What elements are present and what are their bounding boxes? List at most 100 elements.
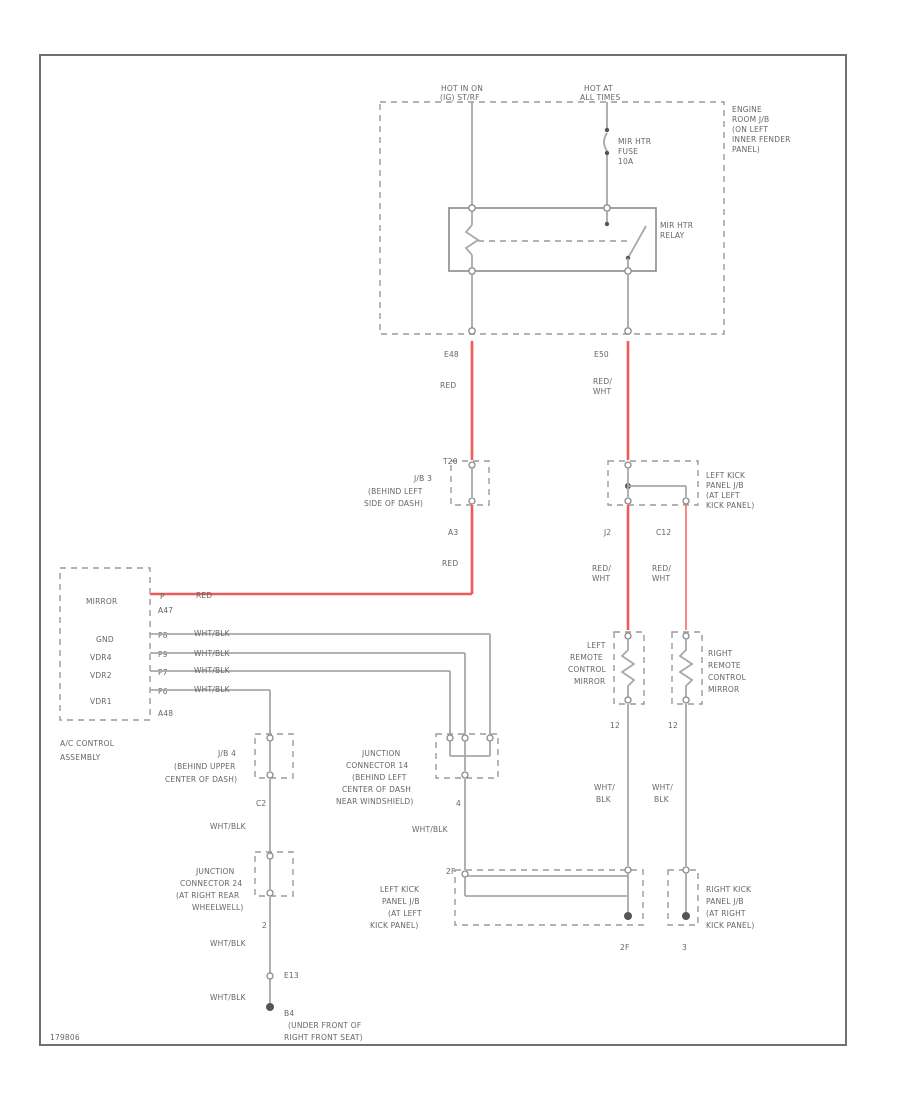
mirror-heater-fuse	[603, 132, 608, 152]
junction-14-label-3: (BEHIND LEFT	[352, 773, 407, 782]
junction-14-pin-4	[461, 771, 469, 779]
junction-14-pin	[446, 734, 454, 742]
engine-room-jb-label-3: (ON LEFT	[732, 125, 768, 134]
wht-blk-label-1: WHT/BLK	[194, 629, 231, 638]
right-mirror-heater-element	[678, 639, 694, 697]
left-mirror-heater-element	[620, 639, 636, 697]
right-mirror-pin-label: 12	[668, 721, 678, 730]
t20-label: T20	[442, 457, 458, 466]
red-wht-label-3b: WHT	[652, 574, 670, 583]
relay-label: MIR HTR	[660, 221, 693, 230]
j2-pin	[624, 497, 632, 505]
wht-blk-label-lb: BLK	[596, 795, 612, 804]
wht-blk-label-r: WHT/	[652, 783, 673, 792]
fuse-label-3: 10A	[618, 157, 634, 166]
wht-blk-label-4: WHT/BLK	[194, 685, 231, 694]
figure-id: 179806	[50, 1033, 80, 1042]
wht-blk-label-rb: BLK	[654, 795, 670, 804]
ground-location-label-2: RIGHT FRONT SEAT)	[284, 1033, 363, 1042]
e13-label: E13	[284, 971, 299, 980]
left-kick-jb-top-box	[607, 460, 699, 506]
ac-pin-p8: P8	[158, 631, 168, 640]
c12-pin	[682, 497, 690, 505]
right-kick-jb-label: RIGHT KICK	[706, 885, 752, 894]
right-mirror-label: RIGHT	[708, 649, 733, 658]
ac-red-label: RED	[196, 591, 212, 600]
right-mirror-pin	[682, 632, 690, 640]
a3-pin	[468, 497, 476, 505]
e13-pin	[266, 972, 274, 980]
junction-24-pin	[266, 852, 274, 860]
engine-room-jb-label: ENGINE	[732, 105, 762, 114]
left-kick-jb-top-label-2: PANEL J/B	[706, 481, 744, 490]
left-mirror-pin	[624, 696, 632, 704]
right-kick-jb-pin	[682, 866, 690, 874]
left-mirror-label-2: REMOTE	[570, 653, 603, 662]
right-mirror-label-3: CONTROL	[708, 673, 747, 682]
red-wire-label-2: RED	[442, 559, 458, 568]
right-mirror-pin	[682, 696, 690, 704]
ac-control-label: A/C CONTROL	[60, 739, 115, 748]
left-kick-jb-bottom-label-2: PANEL J/B	[382, 897, 420, 906]
junction-24-label: JUNCTION	[195, 867, 234, 876]
pin-2f-label: 2F	[446, 867, 456, 876]
pin-2f	[461, 870, 469, 878]
right-kick-ground	[682, 912, 690, 920]
red-wht-label-2: RED/	[592, 564, 611, 573]
left-kick-jb-bottom-box	[454, 869, 644, 926]
left-kick-jb-bottom-label-3: (AT LEFT	[388, 909, 422, 918]
red-wht-label: RED/	[593, 377, 612, 386]
junction-24-pin-2-label: 2	[262, 921, 267, 930]
c2-pin	[266, 771, 274, 779]
relay-pin	[468, 267, 476, 275]
engine-room-jb-label-2: ROOM J/B	[732, 115, 769, 124]
wht-blk-label-2: WHT/BLK	[194, 649, 231, 658]
jb3-box	[450, 460, 490, 506]
jb4-label-2: (BEHIND UPPER	[174, 762, 236, 771]
left-mirror-label-3: CONTROL	[568, 665, 607, 674]
left-mirror-heater-box	[613, 631, 645, 705]
jb4-label-3: CENTER OF DASH)	[165, 775, 237, 784]
ground-location-label: (UNDER FRONT OF	[288, 1021, 361, 1030]
ac-pin-p7: P7	[158, 668, 168, 677]
left-kick-jb-pin	[624, 461, 632, 469]
junction-14-label: JUNCTION	[361, 749, 400, 758]
junction-connector-24-box	[254, 851, 294, 897]
relay-pin	[603, 204, 611, 212]
left-kick-ground	[624, 912, 632, 920]
junction-24-label-3: (AT RIGHT REAR	[176, 891, 239, 900]
ac-control-assembly-box	[59, 567, 151, 721]
hot-in-on-label: HOT IN ON	[441, 84, 483, 93]
e48-label: E48	[444, 350, 459, 359]
c2-label: C2	[256, 799, 266, 808]
engine-room-jb-label-4: INNER FENDER	[732, 135, 791, 144]
junction-14-label-4: CENTER OF DASH	[342, 785, 411, 794]
ac-pin-p: P	[160, 592, 165, 601]
left-kick-jb-top-label-4: KICK PANEL)	[706, 501, 755, 510]
hot-at-label: HOT AT	[584, 84, 613, 93]
relay-switch-contact	[604, 221, 610, 227]
left-kick-jb-bottom-label: LEFT KICK	[380, 885, 420, 894]
relay-coil	[464, 224, 480, 256]
red-wht-label-b: WHT	[593, 387, 611, 396]
ac-vdr2-label: VDR2	[90, 671, 112, 680]
left-kick-jb-top-label-3: (AT LEFT	[706, 491, 740, 500]
wht-blk-label-8: WHT/BLK	[210, 993, 247, 1002]
e50-pin	[624, 327, 632, 335]
fuse-label-2: FUSE	[618, 147, 638, 156]
left-mirror-label-4: MIRROR	[574, 677, 605, 686]
right-mirror-label-2: REMOTE	[708, 661, 741, 670]
hot-at-label-2: ALL TIMES	[580, 93, 620, 102]
junction-24-pin	[266, 889, 274, 897]
fuse-terminal-top	[604, 127, 610, 133]
wht-blk-label-7: WHT/BLK	[210, 939, 247, 948]
right-mirror-heater-box	[671, 631, 703, 705]
e48-pin	[468, 327, 476, 335]
red-wht-label-3: RED/	[652, 564, 671, 573]
wht-blk-label-5: WHT/BLK	[210, 822, 247, 831]
pin-3-label: 3	[682, 943, 687, 952]
jb4-box	[254, 733, 294, 779]
jb3-label-2: (BEHIND LEFT	[368, 487, 423, 496]
diagram-frame	[39, 54, 847, 1046]
